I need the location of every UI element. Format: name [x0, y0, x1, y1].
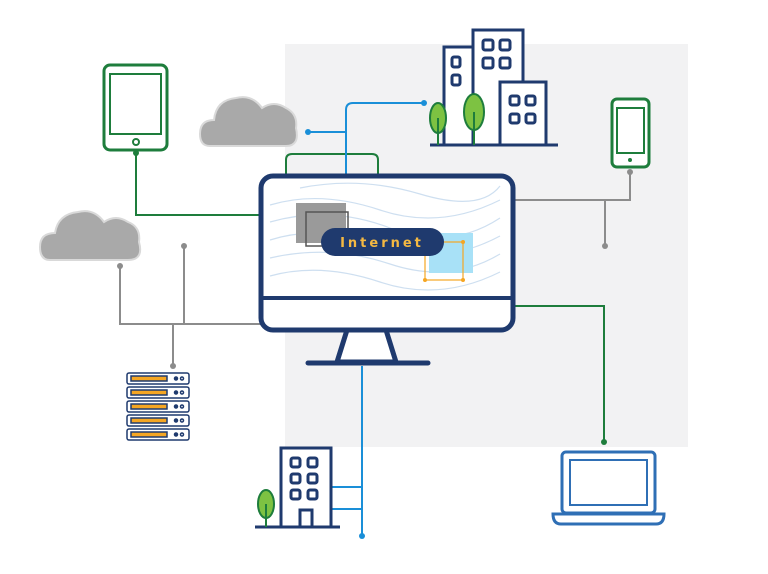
- tree-icon: [257, 489, 275, 527]
- connector-lines: [117, 100, 633, 539]
- connector-laptop: [512, 305, 605, 442]
- connector-top-arc: [285, 153, 379, 176]
- tree-icon: [429, 93, 485, 145]
- office-building-icon: [255, 446, 340, 529]
- connector-phone: [512, 172, 631, 201]
- connector-left: [119, 266, 262, 325]
- internet-label: Internet: [340, 236, 424, 251]
- server-rack-icon: [126, 372, 190, 441]
- cloud-icon: [38, 210, 142, 261]
- laptop-icon: [551, 450, 666, 526]
- internet-badge: Internet: [321, 228, 444, 256]
- smartphone-icon: [610, 97, 651, 169]
- tablet-icon: [102, 63, 169, 152]
- cloud-icon: [198, 96, 298, 147]
- connector-tablet: [135, 153, 262, 216]
- connector-buildings: [345, 102, 424, 176]
